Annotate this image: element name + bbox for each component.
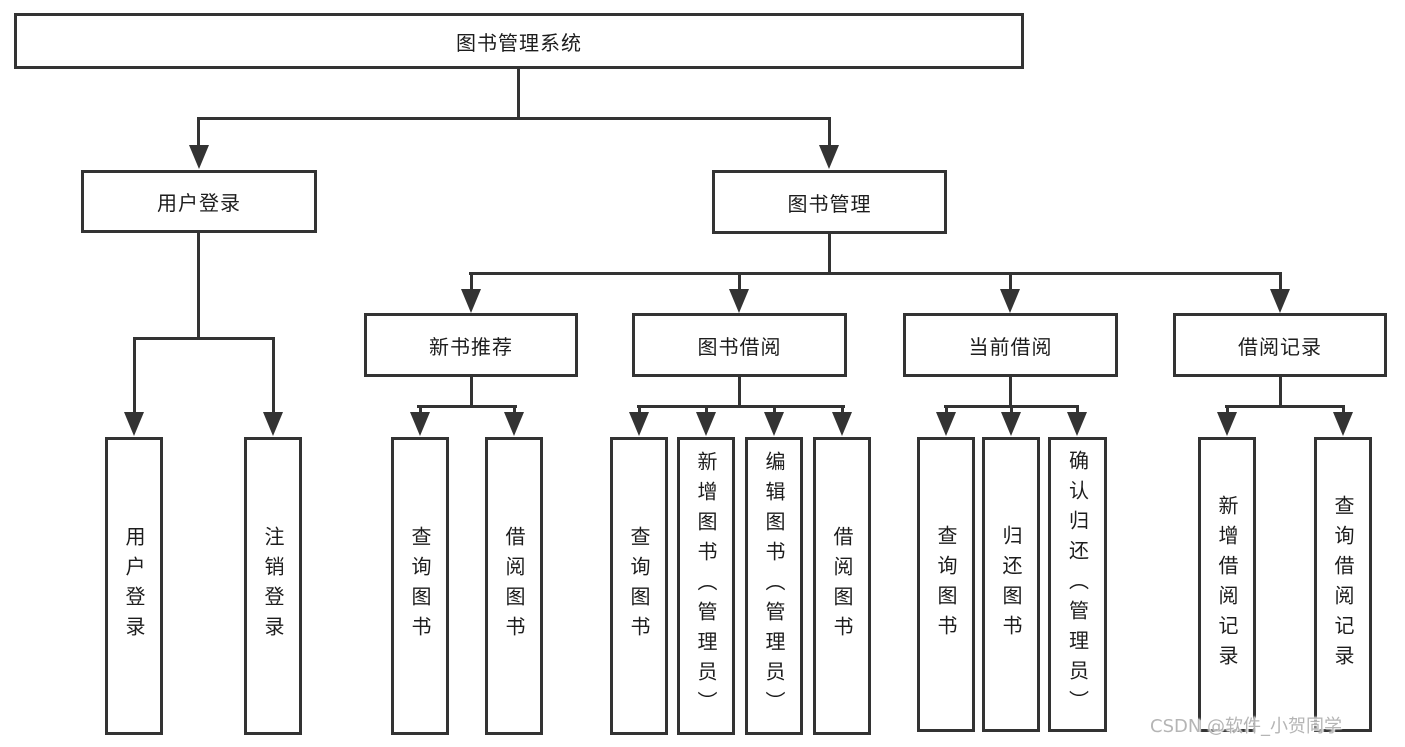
connector-stem	[133, 337, 136, 413]
leaf-query-books-recommend-label: 查询图书	[408, 526, 432, 646]
connector-stem	[738, 274, 741, 289]
node-user-login-label: 用户登录	[157, 191, 241, 215]
connector-line	[470, 376, 473, 408]
connector-stem	[828, 119, 831, 145]
connector-stem	[1226, 406, 1229, 414]
connector-stem	[419, 406, 422, 414]
connector-line	[1009, 376, 1012, 408]
leaf-add-books-admin-label: 新增图书（管理员）	[694, 451, 718, 721]
node-new-book-recommendation-label: 新书推荐	[429, 334, 513, 359]
arrowhead-down-icon	[189, 145, 209, 169]
node-borrowing-records-label: 借阅记录	[1238, 334, 1322, 359]
arrowhead-down-icon	[1000, 289, 1020, 313]
leaf-query-borrow-record: 查询借阅记录	[1314, 437, 1372, 732]
leaf-query-books-current-label: 查询图书	[934, 524, 958, 645]
leaf-borrow-books-recommend-label: 借阅图书	[502, 526, 526, 646]
leaf-edit-books-admin: 编辑图书（管理员）	[745, 437, 803, 735]
connector-stem	[513, 406, 516, 414]
arrowhead-down-icon	[1217, 412, 1237, 436]
node-new-book-recommendation: 新书推荐	[364, 313, 578, 377]
connector-stem	[1342, 406, 1345, 414]
arrowhead-down-icon	[1001, 412, 1021, 436]
arrowhead-down-icon	[1067, 412, 1087, 436]
arrowhead-down-icon	[410, 412, 430, 436]
node-library-management-system-label: 图书管理系统	[456, 30, 582, 55]
arrowhead-down-icon	[764, 412, 784, 436]
leaf-add-borrow-record: 新增借阅记录	[1198, 437, 1256, 732]
connector-line	[1279, 376, 1282, 408]
connector-stem	[470, 274, 473, 289]
node-book-borrowing-label: 图书借阅	[697, 334, 782, 359]
connector-stem	[1279, 274, 1282, 289]
connector-line	[197, 232, 200, 340]
connector-stem	[638, 406, 641, 414]
connector-stem	[1010, 406, 1013, 414]
leaf-return-books-label: 归还图书	[999, 524, 1023, 645]
leaf-query-borrow-record-label: 查询借阅记录	[1331, 494, 1355, 675]
arrowhead-down-icon	[729, 289, 749, 313]
connector-stem	[773, 406, 776, 414]
connector-line	[637, 405, 845, 408]
leaf-add-books-admin: 新增图书（管理员）	[677, 437, 735, 735]
node-borrowing-records: 借阅记录	[1173, 313, 1387, 377]
arrowhead-down-icon	[504, 412, 524, 436]
connector-stem	[841, 406, 844, 414]
node-current-borrowing-label: 当前借阅	[968, 334, 1053, 359]
leaf-query-books-recommend: 查询图书	[391, 437, 449, 735]
leaf-logout-label: 注销登录	[261, 526, 285, 646]
leaf-confirm-return-admin: 确认归还（管理员）	[1048, 437, 1107, 732]
csdn-watermark: CSDN @软件_小贺同学	[1150, 716, 1343, 737]
leaf-borrow-books: 借阅图书	[813, 437, 871, 735]
leaf-confirm-return-admin-label: 确认归还（管理员）	[1065, 449, 1090, 720]
connector-line	[517, 68, 520, 120]
node-book-management: 图书管理	[712, 170, 947, 234]
connector-line	[197, 117, 831, 120]
node-book-management-label: 图书管理	[787, 191, 872, 216]
connector-line	[828, 233, 831, 275]
leaf-query-books-borrow-label: 查询图书	[627, 526, 651, 646]
arrowhead-down-icon	[819, 145, 839, 169]
arrowhead-down-icon	[936, 412, 956, 436]
leaf-query-books-borrow: 查询图书	[610, 437, 668, 735]
connector-stem	[1076, 406, 1079, 414]
leaf-user-login-label: 用户登录	[122, 526, 146, 646]
leaf-edit-books-admin-label: 编辑图书（管理员）	[762, 451, 786, 721]
arrowhead-down-icon	[629, 412, 649, 436]
leaf-query-books-current: 查询图书	[917, 437, 975, 732]
arrowhead-down-icon	[263, 412, 283, 436]
arrowhead-down-icon	[1270, 289, 1290, 313]
connector-line	[738, 376, 741, 408]
leaf-borrow-books-recommend: 借阅图书	[485, 437, 543, 735]
leaf-return-books: 归还图书	[982, 437, 1040, 732]
node-user-login: 用户登录	[81, 170, 317, 233]
arrowhead-down-icon	[1333, 412, 1353, 436]
node-library-management-system: 图书管理系统	[14, 13, 1024, 69]
connector-line	[469, 272, 1282, 275]
arrowhead-down-icon	[696, 412, 716, 436]
connector-stem	[1009, 274, 1012, 289]
node-current-borrowing: 当前借阅	[903, 313, 1118, 377]
connector-line	[1225, 405, 1345, 408]
leaf-user-login: 用户登录	[105, 437, 163, 735]
connector-stem	[945, 406, 948, 414]
arrowhead-down-icon	[124, 412, 144, 436]
node-book-borrowing: 图书借阅	[632, 313, 847, 377]
arrowhead-down-icon	[461, 289, 481, 313]
leaf-add-borrow-record-label: 新增借阅记录	[1215, 494, 1239, 675]
connector-line	[133, 337, 275, 340]
connector-stem	[705, 406, 708, 414]
arrowhead-down-icon	[832, 412, 852, 436]
leaf-logout: 注销登录	[244, 437, 302, 735]
leaf-borrow-books-label: 借阅图书	[830, 526, 854, 646]
connector-stem	[272, 337, 275, 413]
connector-line	[417, 405, 517, 408]
connector-stem	[197, 119, 200, 145]
